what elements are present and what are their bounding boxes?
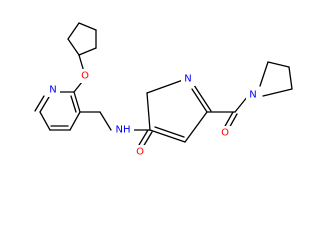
atom-n-amide: NH [112, 123, 134, 138]
atom-n-pyrrolidine: N [246, 88, 260, 102]
dihydropyrrole-ring [146, 79, 212, 143]
bond-ether-to-pyridine [73, 81, 83, 93]
cyclopentyl-ring [67, 22, 97, 56]
atom-label: O [81, 71, 89, 82]
bond [267, 61, 290, 68]
atom-n-pyridine: N [46, 83, 60, 97]
atom-label: O [221, 128, 229, 139]
bond [288, 66, 293, 90]
atom-label: N [249, 90, 256, 101]
bond [149, 129, 186, 143]
bond [146, 92, 151, 131]
atom-o-amide: O [133, 145, 147, 159]
bond [39, 96, 50, 113]
atom-label: N [49, 85, 56, 96]
atom-label: N [184, 74, 191, 85]
pyridine-ring [34, 91, 81, 131]
bond-ch2-to-nh [99, 111, 112, 131]
bond [69, 111, 81, 131]
atom-o-ketone: O [218, 126, 232, 140]
bond [146, 79, 184, 94]
bond-carbonyl-double-b [142, 131, 153, 148]
bond [67, 22, 80, 40]
bond [78, 47, 97, 56]
bond [191, 81, 212, 112]
bond [184, 111, 208, 143]
bond-ketone-to-pyrrolidine [234, 95, 249, 113]
bond [34, 95, 45, 112]
molecule-structure: O N NH O N O N [34, 22, 293, 159]
bond [73, 91, 81, 113]
atom-n-ring: N [181, 72, 195, 86]
atom-label: O [136, 147, 144, 158]
bond [154, 126, 185, 138]
bond [67, 38, 80, 56]
pyrrolidine-ring [259, 61, 293, 97]
bond-carbonyl-double-a [138, 129, 149, 146]
atom-label: NH [116, 125, 131, 136]
bond [262, 88, 293, 97]
bond [191, 88, 208, 113]
atom-o-ether: O [78, 69, 92, 83]
bond-ketone-double-a [223, 111, 234, 129]
bond [70, 95, 77, 113]
bond [259, 61, 269, 87]
bond [78, 22, 97, 31]
bond [39, 111, 51, 131]
